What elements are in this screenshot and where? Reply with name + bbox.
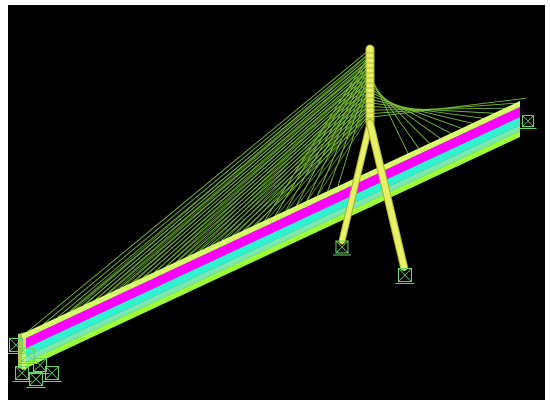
stay-cable <box>197 88 372 263</box>
support-brace <box>29 372 43 386</box>
stay-cable <box>208 91 372 258</box>
stay-cable <box>371 99 473 124</box>
deck-lane-green <box>22 131 520 370</box>
stay-cable <box>188 95 369 257</box>
pylon-leg-left <box>339 120 373 244</box>
deck-lane-magenta <box>22 107 520 350</box>
stay-cable <box>43 54 369 325</box>
support-box <box>33 358 47 372</box>
cable-stayed-bridge-model[interactable] <box>8 5 545 400</box>
support-left-abutment <box>26 372 46 388</box>
support-brace <box>398 268 412 282</box>
stay-cable <box>371 97 527 118</box>
stay-cable <box>371 88 441 139</box>
stay-cable <box>122 71 372 298</box>
support-box <box>522 115 534 127</box>
support-box <box>29 372 43 386</box>
deck-lane-cyan <box>22 117 520 358</box>
stay-cable <box>199 99 369 252</box>
support-brace <box>45 366 59 380</box>
stay-cable <box>175 83 372 273</box>
stay-cable <box>70 59 372 322</box>
support-left-abutment <box>18 348 38 364</box>
stay-cable <box>241 98 372 242</box>
supports <box>8 115 537 388</box>
stay-cable <box>371 92 452 134</box>
support-right-abutment <box>519 115 537 129</box>
support-box <box>21 348 35 362</box>
stay-cables <box>27 50 527 335</box>
stay-cable <box>371 102 484 119</box>
support-brace <box>15 366 29 380</box>
stay-cable <box>41 52 372 335</box>
support-box <box>45 366 59 380</box>
stay-cable <box>80 62 372 317</box>
stay-cable <box>111 69 372 303</box>
3d-viewport[interactable] <box>8 5 545 400</box>
support-box <box>9 338 23 352</box>
stay-cable <box>101 67 372 308</box>
stay-cable <box>57 57 369 318</box>
bridge-deck[interactable] <box>18 101 520 370</box>
stay-cable <box>230 95 372 247</box>
support-box <box>335 240 349 254</box>
support-brace <box>9 338 23 352</box>
support-left-abutment <box>8 338 26 354</box>
stay-cable <box>132 74 372 293</box>
stay-cable <box>296 110 372 216</box>
stay-cable <box>264 50 373 221</box>
stay-cable <box>90 64 372 312</box>
stay-cable <box>27 50 369 332</box>
stay-cable <box>307 112 372 211</box>
support-brace <box>21 348 35 362</box>
stay-cable <box>119 74 369 289</box>
stay-cable <box>371 85 430 144</box>
support-left-abutment <box>42 366 62 382</box>
stay-cable <box>263 103 372 232</box>
pylon[interactable] <box>338 44 408 271</box>
stay-cable <box>327 71 373 192</box>
stay-cable <box>165 88 369 267</box>
support-left-leg <box>333 240 351 256</box>
stay-cable <box>186 86 372 268</box>
pylon-leg-right <box>367 120 407 270</box>
support-brace <box>522 115 534 127</box>
stay-cable <box>143 76 372 288</box>
stay-cable <box>219 93 372 252</box>
stay-cable <box>60 57 372 327</box>
deck-top-edge <box>22 101 520 340</box>
support-box <box>398 268 412 282</box>
stay-cable <box>252 100 372 237</box>
stay-cable <box>371 95 462 129</box>
support-brace <box>33 358 47 372</box>
stay-cable <box>285 107 372 221</box>
support-left-abutment <box>30 358 50 374</box>
support-right-leg <box>395 268 415 284</box>
stay-cable <box>50 55 372 331</box>
stay-cable <box>154 79 372 283</box>
deck-lane-mint <box>22 125 520 364</box>
support-left-abutment <box>12 366 32 382</box>
stay-cable <box>164 81 372 278</box>
support-brace <box>335 240 349 254</box>
stay-cable <box>274 105 372 227</box>
support-box <box>15 366 29 380</box>
